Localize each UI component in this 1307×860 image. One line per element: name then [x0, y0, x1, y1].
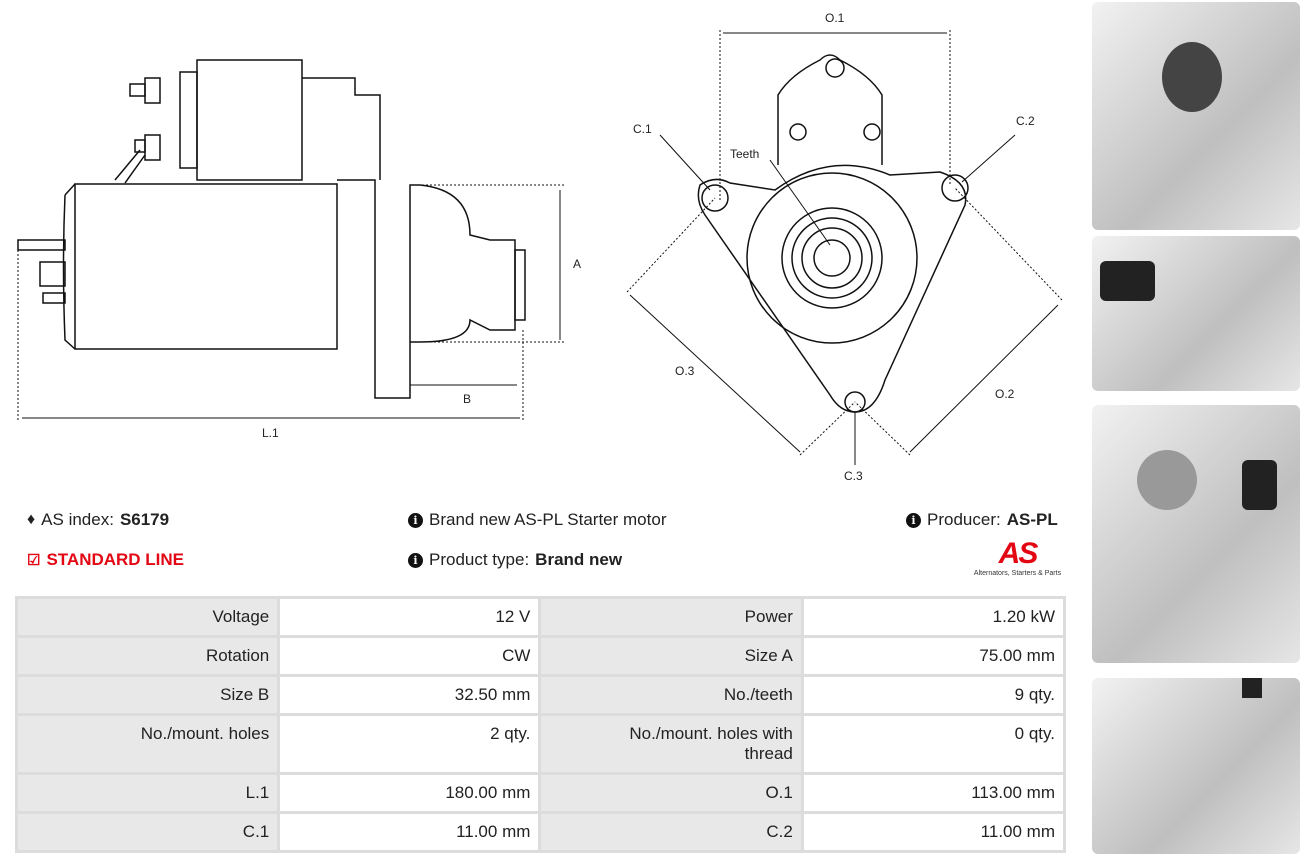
spec-value: 0 qty. — [800, 713, 1067, 775]
product-photo-front — [1092, 2, 1300, 230]
product-photo-rear — [1092, 405, 1300, 663]
as-index-label: AS index: — [41, 510, 114, 529]
spec-value: 180.00 mm — [277, 772, 542, 814]
tags-icon: ♦ — [27, 511, 36, 528]
spec-value: 11.00 mm — [800, 811, 1067, 853]
info-icon: i — [408, 552, 423, 568]
teeth-label: Teeth — [730, 147, 759, 161]
as-pl-logo: AS Alternators, Starters & Parts — [965, 537, 1070, 578]
dim-c3-label: C.3 — [844, 469, 863, 483]
spec-label: No./mount. holes with thread — [538, 713, 804, 775]
spec-label: C.2 — [538, 811, 804, 853]
dim-o1-label: O.1 — [825, 11, 845, 25]
description-text: Brand new AS-PL Starter motor — [429, 510, 667, 529]
dim-c2-label: C.2 — [1016, 114, 1035, 128]
spec-label: O.1 — [538, 772, 804, 814]
dim-o2-label: O.2 — [995, 387, 1015, 401]
spec-value: 9 qty. — [800, 674, 1067, 716]
dim-o3-label: O.3 — [675, 364, 695, 378]
front-view-drawing: O.1 O.2 O.3 C.1 C.2 C.3 Teeth — [626, 11, 1063, 483]
info-icon: i — [906, 512, 921, 528]
spec-label: Voltage — [14, 596, 281, 638]
as-index: ♦ AS index: S6179 — [27, 510, 169, 530]
side-view-drawing: A B L.1 — [17, 59, 581, 440]
dim-b-label: B — [463, 392, 471, 406]
spec-value: 12 V — [277, 596, 542, 638]
producer: i Producer: AS-PL — [906, 510, 1058, 530]
spec-label: Power — [538, 596, 804, 638]
product-photo-side — [1092, 236, 1300, 391]
standard-line-badge: ☑ STANDARD LINE — [27, 550, 184, 570]
spec-label: L.1 — [14, 772, 281, 814]
spec-value: 2 qty. — [277, 713, 542, 775]
dim-l1-label: L.1 — [262, 426, 279, 440]
product-type: i Product type: Brand new — [408, 550, 622, 570]
checkbox-icon: ☑ — [27, 552, 41, 569]
product-photo-solenoid-side — [1092, 678, 1300, 854]
spec-value: 113.00 mm — [800, 772, 1067, 814]
logo-tagline: Alternators, Starters & Parts — [973, 570, 1062, 577]
spec-label: No./mount. holes — [14, 713, 281, 775]
product-type-label: Product type: — [429, 550, 530, 569]
producer-label: Producer: — [927, 510, 1001, 529]
spec-value: 11.00 mm — [277, 811, 542, 853]
product-type-value: Brand new — [535, 550, 623, 569]
info-icon: i — [408, 512, 423, 528]
dim-c1-label: C.1 — [633, 122, 652, 136]
spec-label: Size B — [14, 674, 281, 716]
spec-value: CW — [277, 635, 542, 677]
spec-value: 32.50 mm — [277, 674, 542, 716]
spec-label: C.1 — [14, 811, 281, 853]
spec-label: Size A — [538, 635, 804, 677]
spec-label: Rotation — [14, 635, 281, 677]
spec-value: 75.00 mm — [800, 635, 1067, 677]
producer-value: AS-PL — [1006, 510, 1058, 529]
standard-line-label: STANDARD LINE — [46, 550, 185, 569]
spec-label: No./teeth — [538, 674, 804, 716]
as-index-value: S6179 — [119, 510, 170, 529]
logo-mark: AS — [998, 537, 1039, 570]
spec-value: 1.20 kW — [800, 596, 1067, 638]
dim-a-label: A — [573, 257, 581, 271]
description: i Brand new AS-PL Starter motor — [408, 510, 666, 530]
